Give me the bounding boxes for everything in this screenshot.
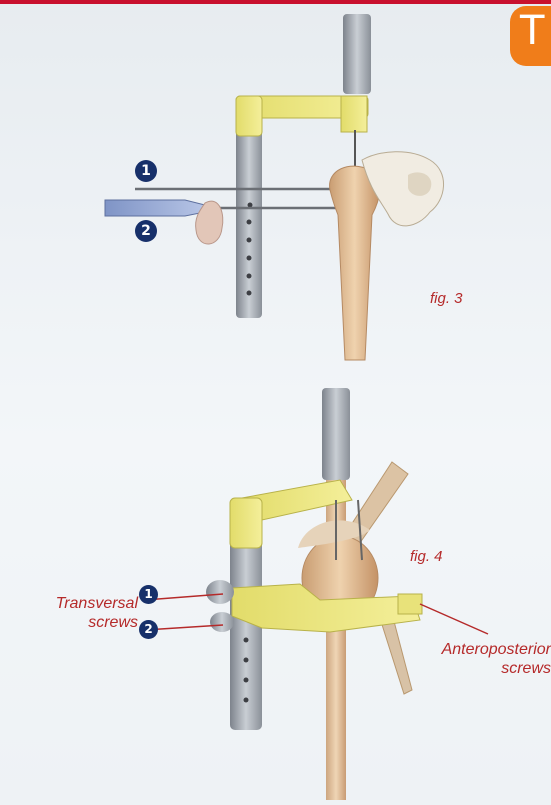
- transversal-screws-label-line2: screws: [28, 613, 138, 632]
- anteroposterior-screws-label-line2: screws: [405, 659, 551, 678]
- fig3-drawing: [105, 14, 444, 360]
- fig3-scapula: [362, 152, 444, 226]
- fig3-caption: fig. 3: [430, 290, 463, 307]
- fig4-caption: fig. 4: [410, 548, 443, 565]
- fig3-marker-1: 1: [135, 160, 157, 182]
- fig3-humerus: [330, 166, 380, 360]
- fig3-marker-2: 2: [135, 220, 157, 242]
- anteroposterior-screws-label: Anteroposterior screws: [405, 640, 551, 678]
- anteroposterior-screws-label-line1: Anteroposterior: [405, 640, 551, 659]
- fig3-drill-sleeve: [105, 200, 205, 216]
- fig4-drawing: [206, 388, 422, 800]
- fig3-top-rod: [343, 14, 371, 94]
- transversal-screws-label: Transversal screws: [28, 594, 138, 632]
- fig4-top-rod: [322, 388, 350, 480]
- transversal-screws-label-line1: Transversal: [28, 594, 138, 613]
- fig4-marker-2: 2: [139, 620, 158, 639]
- fig4-marker-1: 1: [139, 585, 158, 604]
